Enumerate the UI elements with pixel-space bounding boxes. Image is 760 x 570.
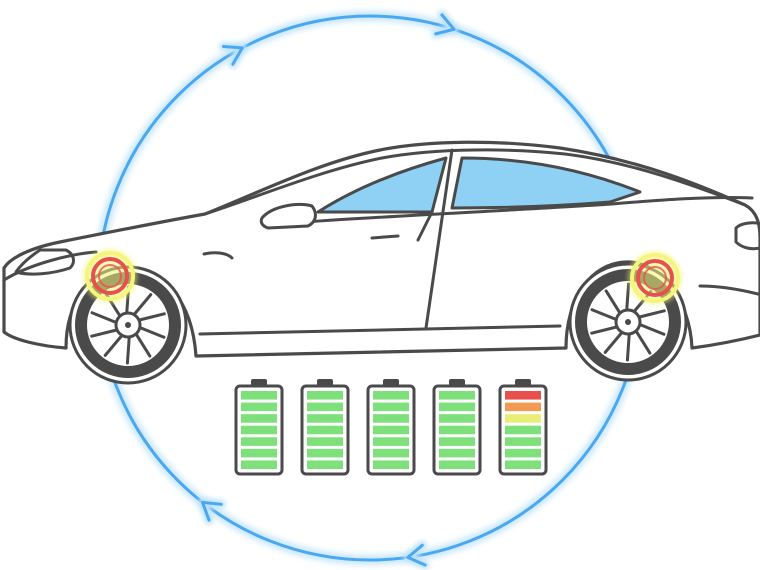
wheel-spoke	[103, 333, 124, 357]
battery-cell	[373, 425, 409, 435]
battery-cell	[439, 425, 475, 435]
wheel-spoke	[132, 293, 153, 317]
brake-glow-outer	[83, 249, 137, 303]
cycle-arrowhead	[221, 45, 244, 66]
wheel-spoke	[90, 311, 118, 325]
battery-cell	[241, 425, 277, 435]
wheel-spoke	[590, 308, 618, 322]
hot-brake-glow-icon	[628, 251, 682, 305]
cycle-arrowhead	[201, 500, 223, 522]
wheel-spoke	[625, 332, 631, 362]
wheel-spoke	[625, 282, 631, 312]
battery-charge-icon	[234, 379, 284, 476]
battery-charge-icon	[300, 379, 350, 476]
battery-cell	[373, 448, 409, 458]
wheel-spoke	[604, 289, 622, 315]
battery-cell	[505, 402, 541, 412]
battery-cell	[241, 437, 277, 446]
battery-cell	[373, 460, 409, 469]
brake-glow-outer	[628, 251, 682, 305]
hot-brake-glow-icon	[83, 249, 137, 303]
wheel-center	[125, 322, 131, 328]
battery-cell	[505, 414, 541, 423]
battery-cell	[241, 414, 277, 423]
wheel-spoke	[638, 322, 666, 336]
cycle-arrowhead	[406, 543, 427, 567]
battery-cell	[307, 391, 343, 400]
battery-cell	[307, 414, 343, 423]
wheel-center	[625, 319, 631, 325]
wheel-spoke	[637, 309, 666, 319]
battery-cell	[307, 425, 343, 435]
battery-charge-icon	[366, 379, 416, 476]
brake-glow-ring	[630, 253, 680, 303]
side-mirror	[259, 203, 317, 230]
wheel-spoke	[634, 329, 652, 355]
battery-cell	[373, 437, 409, 446]
battery-cell	[307, 402, 343, 412]
battery-cell	[439, 460, 475, 469]
battery-cell	[307, 437, 343, 446]
battery-charge-icon	[498, 379, 548, 476]
brake-hot-ring	[636, 259, 674, 297]
battery-cell	[241, 448, 277, 458]
battery-cell	[439, 414, 475, 423]
wheel-spoke	[90, 328, 119, 338]
wheel-spoke	[134, 332, 152, 358]
car-detail-lines	[2, 148, 760, 336]
battery-cell	[307, 460, 343, 469]
battery-cell	[373, 391, 409, 400]
battery-row	[234, 379, 548, 476]
battery-cell	[241, 402, 277, 412]
wheel-spoke	[603, 330, 624, 354]
battery-cell	[241, 460, 277, 469]
wheel-spoke	[125, 335, 131, 365]
front-window	[316, 156, 448, 214]
battery-charge-icon	[432, 379, 482, 476]
battery-cell	[439, 448, 475, 458]
battery-cell	[373, 414, 409, 423]
wheel-spoke	[138, 325, 166, 339]
cycle-arrowhead	[434, 13, 456, 36]
rear-window	[450, 156, 642, 210]
wheel-spoke	[137, 312, 166, 322]
battery-cell	[307, 448, 343, 458]
battery-cell	[505, 448, 541, 458]
battery-cell	[505, 437, 541, 446]
battery-cell	[505, 391, 541, 400]
brake-glow-ring	[85, 251, 135, 301]
battery-cell	[439, 402, 475, 412]
battery-cell	[505, 425, 541, 435]
brake-hot-ring	[91, 257, 129, 295]
battery-cell	[439, 437, 475, 446]
brake-hot-inner	[98, 264, 122, 288]
battery-cell	[505, 460, 541, 469]
battery-cell	[439, 391, 475, 400]
wheel-spoke	[590, 325, 619, 335]
battery-cell	[241, 391, 277, 400]
battery-cell	[373, 402, 409, 412]
brake-hot-inner	[643, 266, 667, 290]
